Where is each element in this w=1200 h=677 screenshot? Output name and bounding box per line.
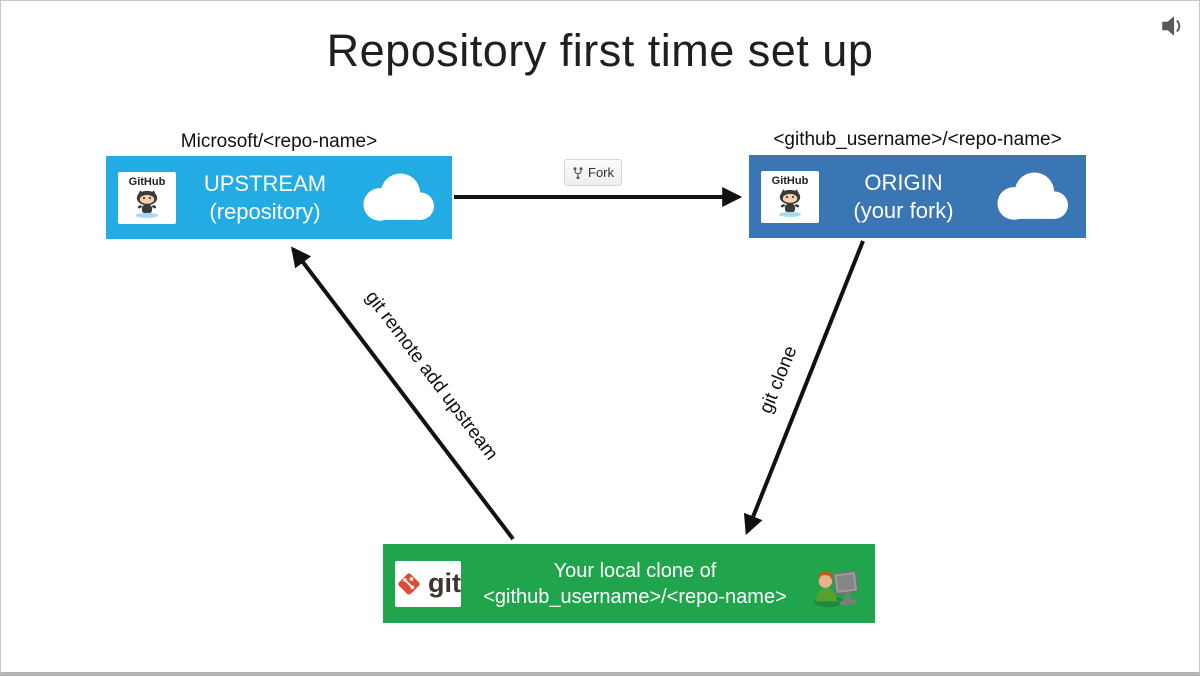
upstream-title: UPSTREAM [203, 171, 327, 196]
github-logo-text: GitHub [128, 175, 166, 188]
git-logo-text: git [428, 568, 461, 598]
local-clone-line2: <github_username>/<repo-name> [483, 585, 787, 608]
upstream-node: GitHub UPSTREAM (repository) [106, 156, 452, 239]
person-at-computer-icon [813, 570, 859, 607]
local-clone-line1: Your local clone of [553, 559, 717, 582]
github-logo-card: GitHub [118, 171, 176, 224]
fork-icon [573, 166, 583, 179]
speaker-icon[interactable] [1159, 13, 1187, 39]
upstream-subtitle: (repository) [209, 198, 321, 224]
origin-subtitle: (your fork) [853, 197, 954, 223]
git-clone-label: git clone [755, 343, 802, 417]
upstream-node-text: UPSTREAM (repository) [176, 170, 354, 225]
git-remote-add-upstream-label: git remote add upstream [361, 287, 502, 465]
origin-title: ORIGIN [864, 170, 943, 195]
upstream-repo-path-label: Microsoft/<repo-name> [180, 131, 378, 152]
local-clone-node: git Your local clone of <github_username… [383, 544, 875, 623]
arrow-git-remote-add-upstream [291, 246, 515, 541]
origin-node-text: ORIGIN (your fork) [819, 169, 988, 224]
git-logo-card: git [395, 560, 461, 607]
origin-node: GitHub ORIGIN (your fork) [749, 155, 1086, 238]
github-octocat-icon [778, 188, 802, 217]
github-logo-card: GitHub [761, 170, 819, 223]
github-logo-text: GitHub [771, 174, 809, 187]
github-octocat-icon [135, 189, 159, 218]
fork-button: Fork [564, 159, 622, 186]
local-clone-text: Your local clone of <github_username>/<r… [461, 558, 809, 610]
page-title: Repository first time set up [326, 25, 874, 76]
fork-button-label: Fork [588, 165, 614, 180]
cloud-icon [363, 172, 434, 221]
git-diamond-icon [398, 572, 420, 595]
origin-repo-path-label: <github_username>/<repo-name> [773, 129, 1062, 150]
cloud-icon [997, 171, 1068, 220]
